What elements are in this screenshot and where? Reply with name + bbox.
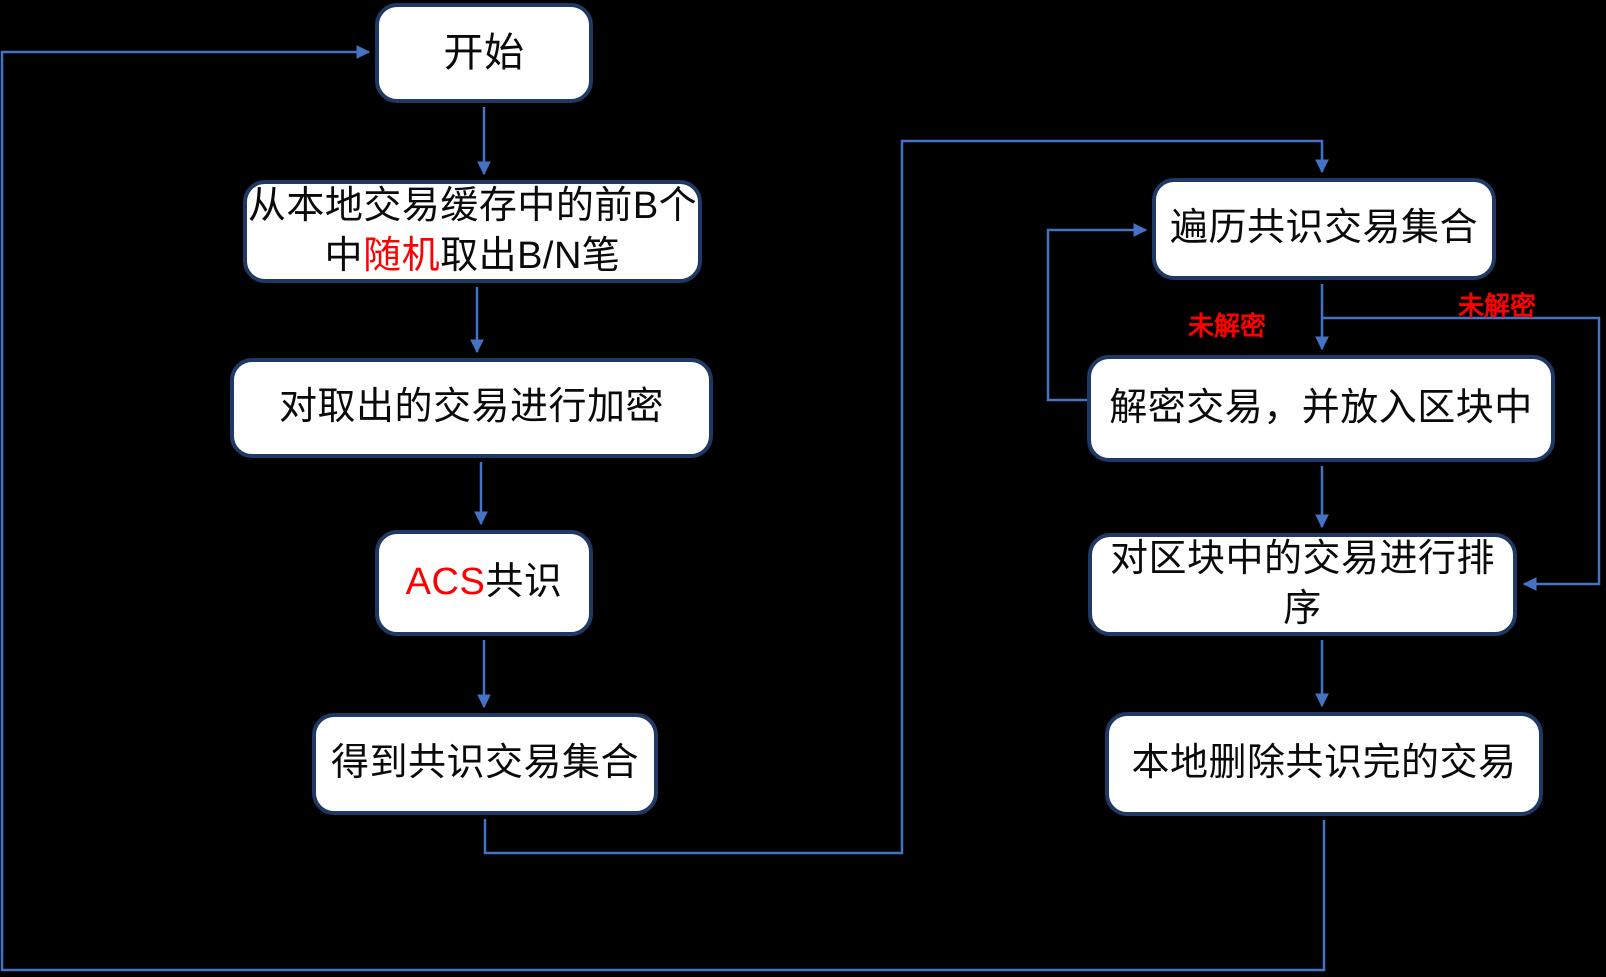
- node-fetch-text: 从本地交易缓存中的前B个 中随机取出B/N笔: [247, 185, 698, 277]
- node-consensus-set: 得到共识交易集合: [312, 713, 658, 815]
- edge-label-undecrypted-right: 未解密: [1458, 291, 1537, 321]
- node-iterate-label: 遍历共识交易集合: [1169, 207, 1478, 250]
- node-decrypt-put-in-block: 解密交易，并放入区块中: [1087, 355, 1555, 462]
- node-acs-text: ACS共识: [405, 561, 563, 604]
- edge-consensus-set-to-iterate: [483, 139, 1329, 855]
- node-start: 开始: [375, 3, 593, 103]
- node-delete-label: 本地删除共识完的交易: [1131, 742, 1517, 785]
- node-sort-block-transactions: 对区块中的交易进行排序: [1088, 533, 1517, 636]
- node-iterate-consensus-set: 遍历共识交易集合: [1152, 178, 1496, 280]
- node-start-label: 开始: [443, 31, 525, 75]
- edge-label-undecrypted-left: 未解密: [1188, 311, 1267, 341]
- acs-highlight: ACS: [405, 561, 486, 604]
- node-fetch-transactions: 从本地交易缓存中的前B个 中随机取出B/N笔: [243, 180, 702, 283]
- node-consensus-set-label: 得到共识交易集合: [330, 742, 639, 785]
- node-decrypt-label: 解密交易，并放入区块中: [1109, 386, 1533, 429]
- node-delete-local-transactions: 本地删除共识完的交易: [1105, 712, 1543, 816]
- edge-undecrypted-right-branch: [1322, 316, 1601, 591]
- edge-decrypt-loop-to-iterate: [1046, 223, 1148, 402]
- edge-delete-loop-to-start: [0, 45, 1326, 972]
- node-encrypt-label: 对取出的交易进行加密: [278, 386, 664, 429]
- node-encrypt-transactions: 对取出的交易进行加密: [230, 358, 713, 458]
- node-acs-consensus: ACS共识: [375, 530, 593, 636]
- fetch-random-highlight: 随机: [363, 234, 441, 277]
- node-sort-label: 对区块中的交易进行排序: [1109, 538, 1495, 630]
